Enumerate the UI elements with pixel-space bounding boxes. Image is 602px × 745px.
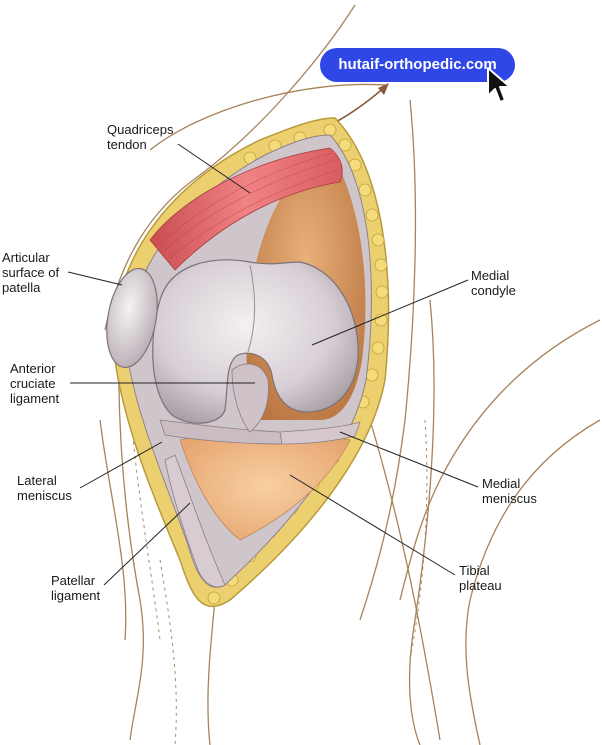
patellar-ligament-shape	[164, 454, 226, 588]
label-line: surface of	[2, 265, 60, 280]
retractor-line	[329, 85, 387, 126]
skin-contours	[99, 4, 601, 745]
leader-lines	[67, 143, 479, 586]
label-articular-surface-patella: Articular surface of patella	[2, 250, 59, 295]
acl-shape	[231, 363, 269, 433]
label-line: plateau	[459, 578, 502, 593]
label-line: Medial	[471, 268, 510, 283]
femoral-condyles	[152, 259, 359, 424]
label-line: tendon	[107, 137, 147, 152]
arrow-cursor-icon	[487, 67, 511, 103]
label-line: Medial	[482, 476, 521, 491]
label-line: ligament	[51, 588, 101, 603]
label-line: meniscus	[482, 491, 537, 506]
label-line: Tibial	[459, 563, 490, 578]
fat-globules	[207, 123, 389, 605]
watermark-link-badge[interactable]: hutaif-orthopedic.com	[320, 48, 515, 82]
label-line: Articular	[2, 250, 50, 265]
muscle-fibers	[159, 152, 339, 259]
label-line: cruciate	[10, 376, 56, 391]
trochlear-groove	[247, 264, 256, 353]
medial-meniscus-shape	[279, 421, 361, 445]
label-line: Quadriceps	[107, 122, 174, 137]
label-quadriceps-tendon: Quadriceps tendon	[107, 122, 173, 152]
label-medial-condyle: Medial condyle	[471, 268, 516, 298]
label-line: condyle	[471, 283, 516, 298]
label-lateral-meniscus: Lateral meniscus	[17, 473, 72, 503]
label-line: ligament	[10, 391, 60, 406]
label-line: meniscus	[17, 488, 72, 503]
patella-shape	[106, 267, 158, 369]
label-medial-meniscus: Medial meniscus	[482, 476, 537, 506]
label-line: Anterior	[10, 361, 56, 376]
label-anterior-cruciate-ligament: Anterior cruciate ligament	[10, 361, 59, 406]
retractor-arrowhead	[378, 83, 389, 95]
label-patellar-ligament: Patellar ligament	[51, 573, 100, 603]
label-line: Lateral	[17, 473, 57, 488]
label-tibial-plateau: Tibial plateau	[459, 563, 502, 593]
label-line: Patellar	[51, 573, 96, 588]
quadriceps-muscle	[149, 147, 343, 271]
label-line: patella	[2, 280, 41, 295]
